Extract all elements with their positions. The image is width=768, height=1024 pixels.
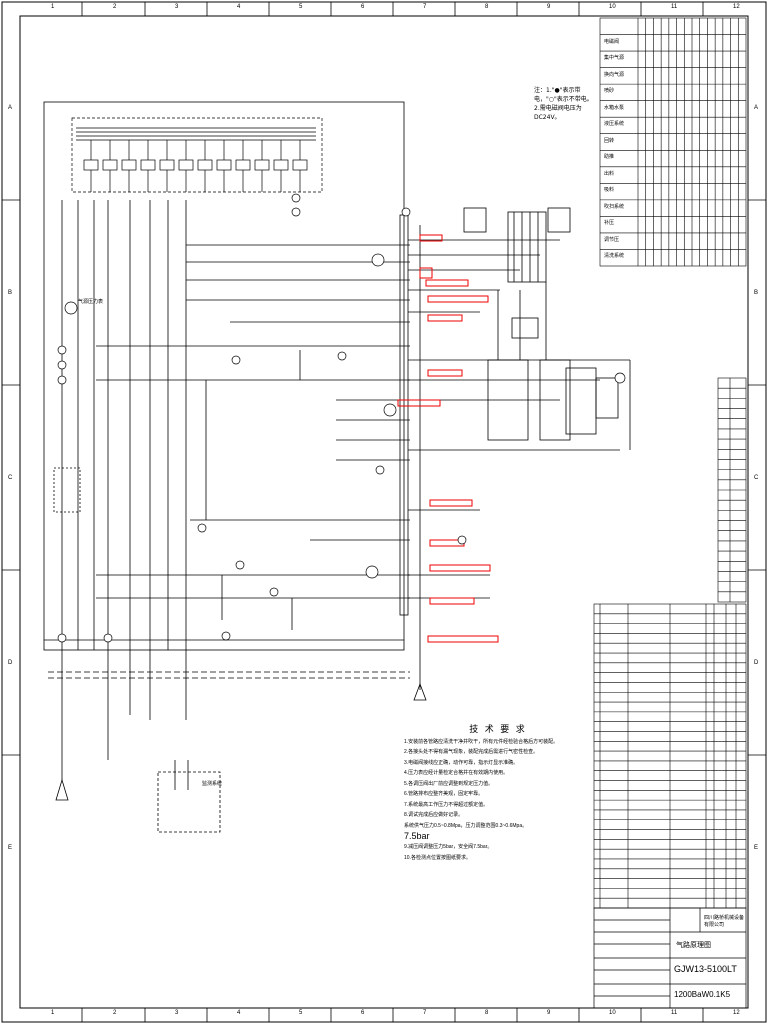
tech-item: 8.调试完成后应做好记录。 <box>404 812 464 818</box>
zone-number: 2 <box>113 4 117 10</box>
note-line-1: 注：1."●"表示带电，"○"表示不带电。 <box>534 87 593 103</box>
bom-table <box>593 603 747 909</box>
instrument-symbols <box>57 193 626 643</box>
zone-number: 2 <box>113 1010 117 1016</box>
zone-number: 9 <box>547 1010 551 1016</box>
valve-table-row-label: 电磁阀 <box>604 38 620 45</box>
zone-letter: D <box>8 660 13 666</box>
pressure-gauge-label: 气源压力表 <box>78 299 104 305</box>
zone-number: 12 <box>733 4 740 10</box>
valve-table-row-label: 补压 <box>604 220 615 227</box>
zone-number: 1 <box>51 1010 55 1016</box>
tech-item: 3.电磁阀接线应正确，动作可靠，指示灯显示准确。 <box>404 759 519 766</box>
pneumatic-piping <box>43 101 631 833</box>
zone-number: 12 <box>733 1010 740 1016</box>
header-manifold <box>71 117 323 193</box>
tech-item: 1.安装前各管路应清洗干净并吹干，所有元件经检验合格后方可装配。 <box>404 738 559 745</box>
valve-table-row-label: 吹扫系统 <box>604 203 625 210</box>
subsystem-label: 监测系统 <box>202 781 223 787</box>
zone-number: 3 <box>175 1010 179 1016</box>
zone-number: 1 <box>51 4 55 10</box>
highlight-markers <box>397 234 499 643</box>
zone-number: 6 <box>361 4 365 10</box>
tech-item: 5.各调压阀出厂前应调整到规定压力值。 <box>404 780 494 787</box>
zone-number: 10 <box>609 4 616 10</box>
valve-status-table <box>599 17 747 267</box>
valve-table-row-label: 回转 <box>604 137 615 144</box>
tech-item: 6.管路排布应整齐美观，固定牢靠。 <box>404 791 484 797</box>
drawing-number: 1200BaW0.1K5 <box>674 990 731 999</box>
tech-item-10: 10.各检测点位置按图纸要求。 <box>404 854 471 861</box>
valve-table-row-label: 喷砂 <box>604 88 615 95</box>
zone-number: 11 <box>671 4 678 10</box>
valve-table-row-label: 吸料 <box>604 187 615 194</box>
valve-table-row-label: 换向气源 <box>604 71 625 78</box>
tech-pressure-line: 系统供气压力0.5~0.8Mpa，压力调整范围0.3~0.6Mpa。 <box>404 822 528 829</box>
zone-letter: A <box>754 105 759 111</box>
drawing-name: 气路原理图 <box>676 942 711 949</box>
tech-item-9: 9.减压阀调整压力5bar，安全阀7.5bar。 <box>404 844 493 850</box>
technical-requirements: 技 术 要 求 1.安装前各管路应清洗干净并吹干，所有元件经检验合格后方可装配。… <box>404 724 592 863</box>
zone-number: 10 <box>609 1010 616 1016</box>
zone-letter: B <box>8 290 13 296</box>
zone-number: 4 <box>237 4 241 10</box>
zone-letter: C <box>8 475 13 481</box>
zone-number: 8 <box>485 4 489 10</box>
valve-table-row-label: 液压系统 <box>604 121 625 128</box>
tech-item: 7.系统最高工作压力不得超过额定值。 <box>404 801 489 808</box>
valve-table-row-label: 水箱水泵 <box>604 104 625 111</box>
note-line-2: 2.需电磁阀电压为DC24V。 <box>534 105 582 121</box>
zone-letter: E <box>754 845 759 851</box>
valve-table-row-label: 调节压 <box>604 236 620 243</box>
company-name: 四川路桥机械设备有限公司 <box>704 915 745 928</box>
valve-table-row-label: 清洗系统 <box>604 253 625 260</box>
zone-letter: A <box>8 105 13 111</box>
tech-title: 技 术 要 求 <box>469 724 527 734</box>
model-number: GJW13-5100LT <box>674 964 737 974</box>
tech-big-value: 7.5bar <box>404 831 430 841</box>
zone-number: 6 <box>361 1010 365 1016</box>
tech-item: 4.压力表应经计量检定合格并在有效期内使用。 <box>404 770 509 776</box>
title-block <box>593 907 747 1009</box>
zone-letter: B <box>754 290 759 296</box>
zone-number: 11 <box>671 1010 678 1016</box>
zone-number: 7 <box>423 4 427 10</box>
zone-number: 9 <box>547 4 551 10</box>
zone-letter: E <box>8 845 13 851</box>
valve-table-row-label: 集中气源 <box>604 55 625 62</box>
legend-table <box>717 377 747 603</box>
valve-table-row-label: 出料 <box>604 170 615 177</box>
zone-number: 4 <box>237 1010 241 1016</box>
tech-item: 2.各接头处不得有漏气现象，装配完成后需进行气密性检查。 <box>404 749 539 755</box>
zone-number: 8 <box>485 1010 489 1016</box>
zone-letter: C <box>754 475 759 481</box>
zone-number: 7 <box>423 1010 427 1016</box>
zone-number: 5 <box>299 1010 303 1016</box>
zone-number: 5 <box>299 4 303 10</box>
electrical-note: 注：1."●"表示带电，"○"表示不带电。 2.需电磁阀电压为DC24V。 <box>534 86 604 122</box>
valve-table-row-label: 助推 <box>604 154 615 161</box>
zone-letter: D <box>754 660 759 666</box>
zone-number: 3 <box>175 4 179 10</box>
